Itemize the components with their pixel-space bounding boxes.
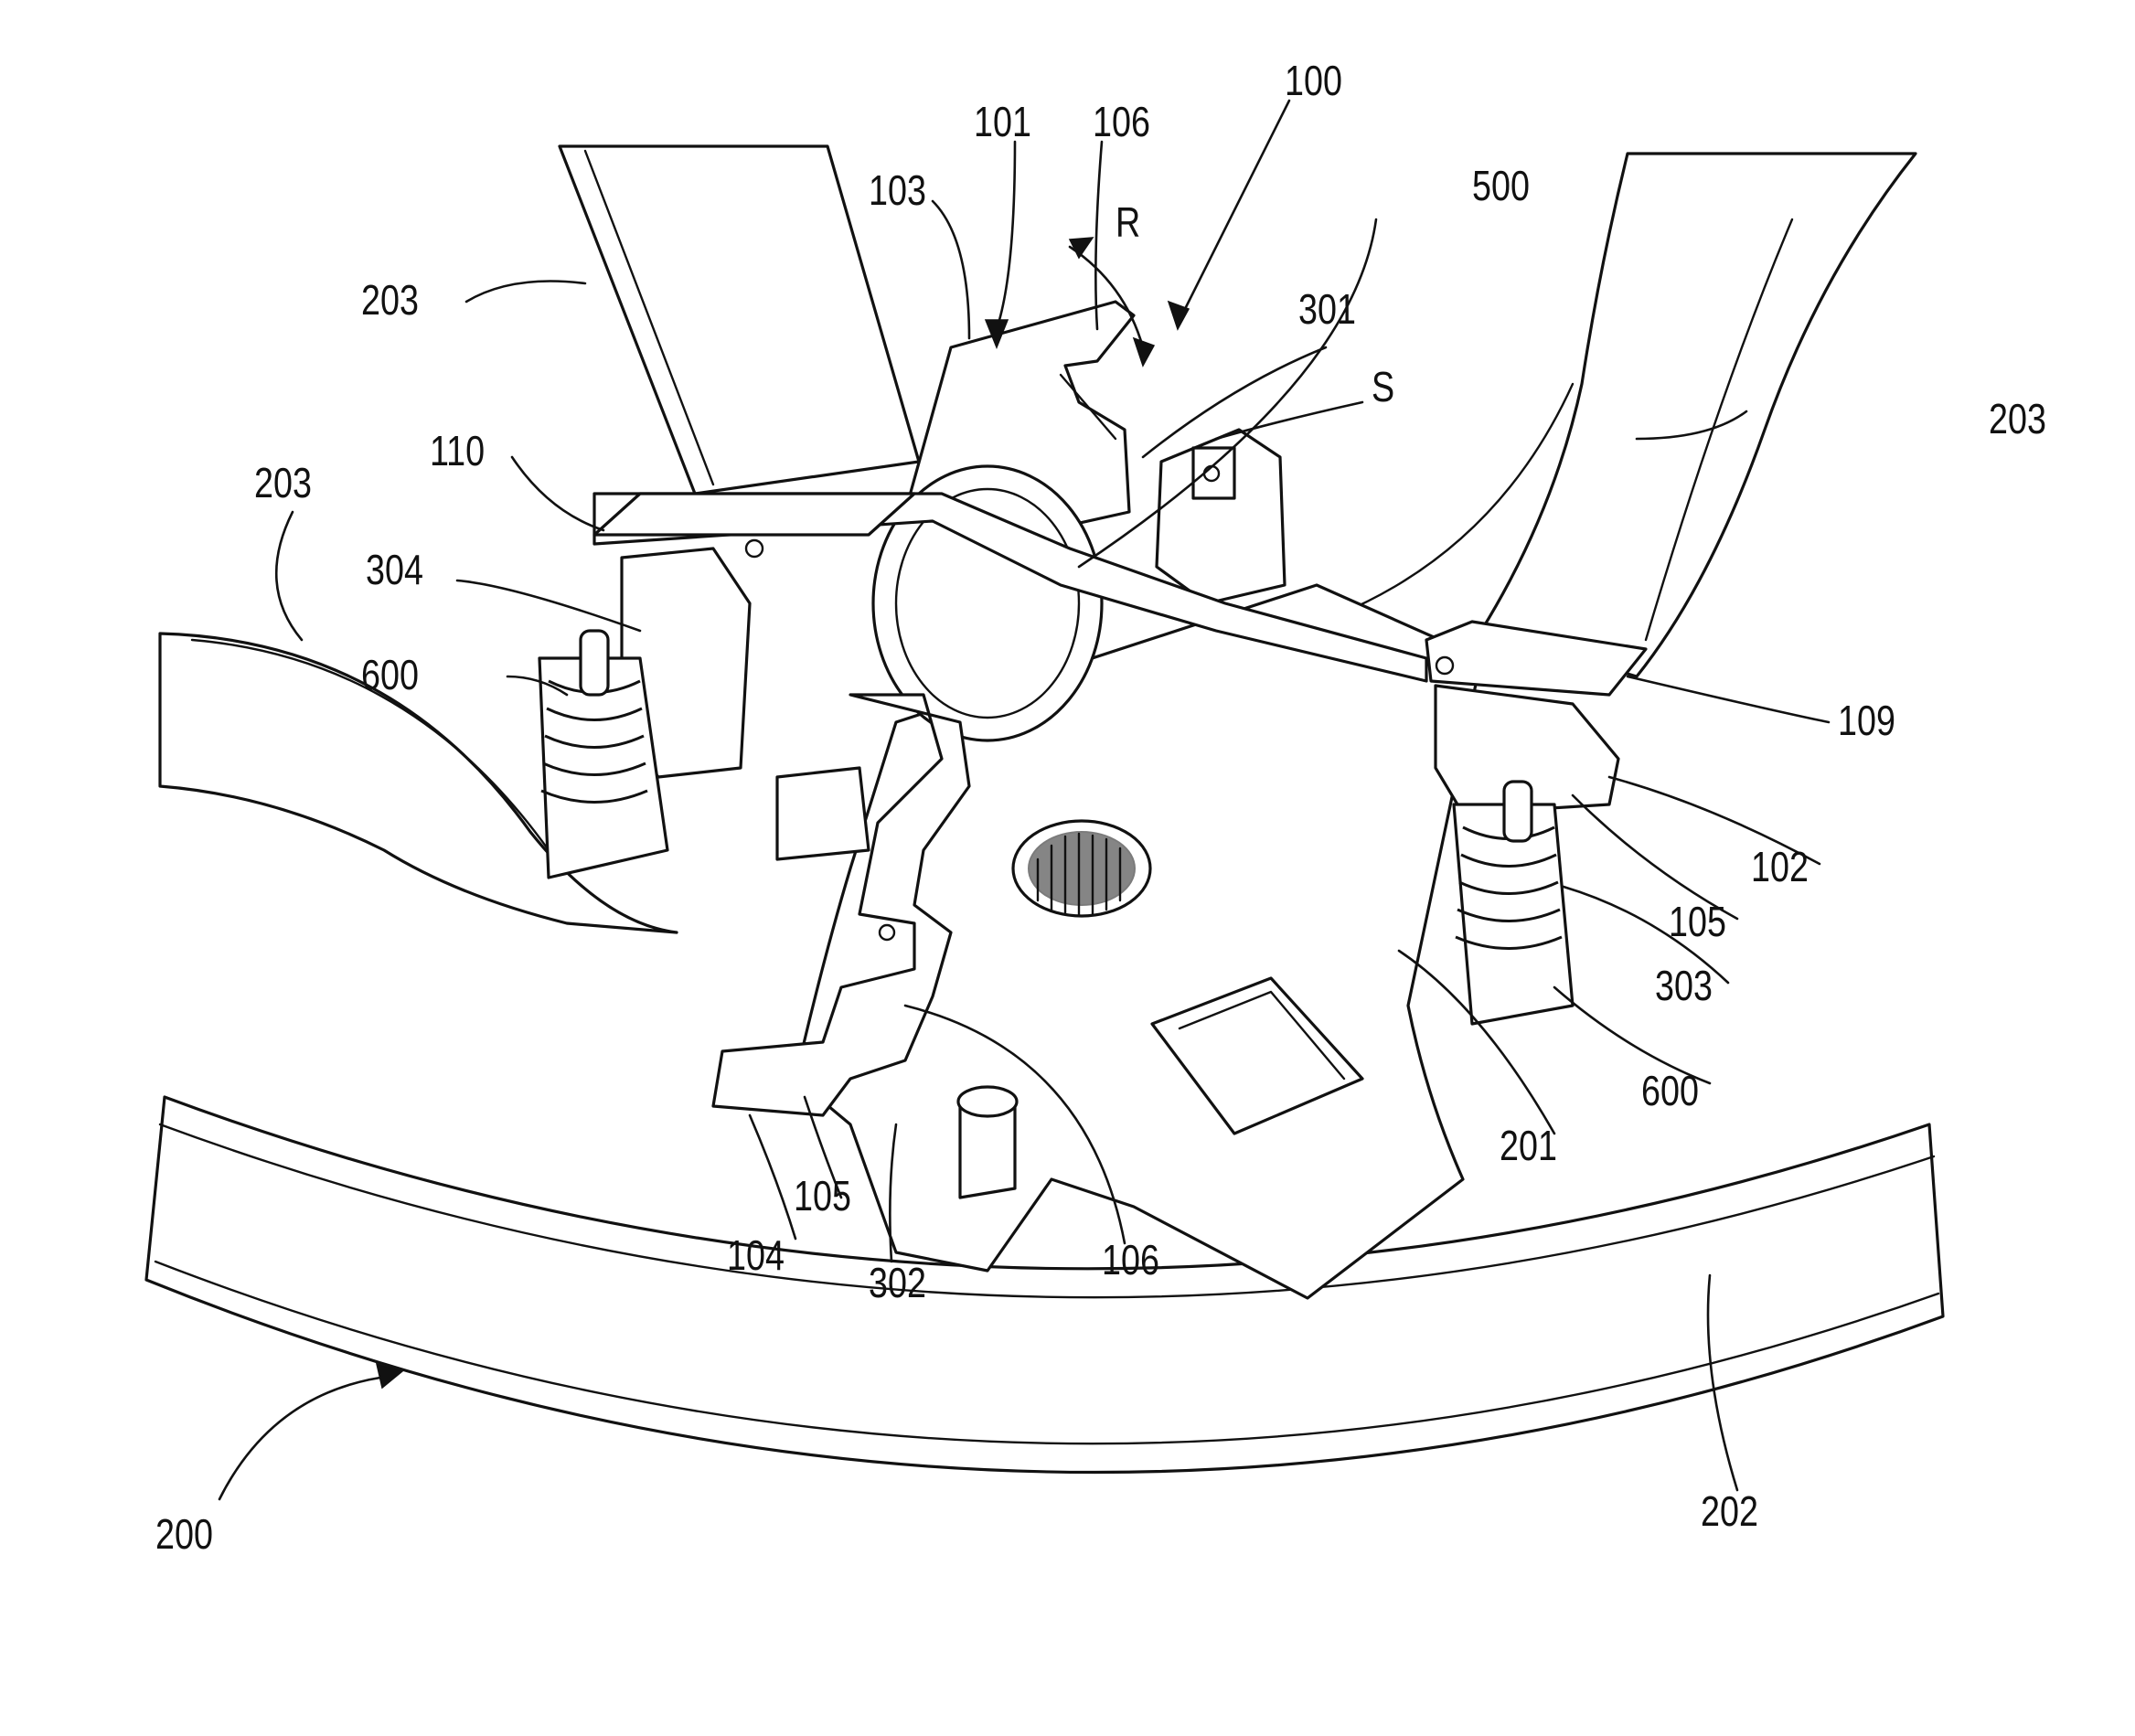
leader-line (1216, 402, 1362, 439)
leader-line (276, 512, 302, 640)
housing-arm-upper-left (560, 146, 919, 494)
ref-label-106: 106 (1093, 101, 1150, 143)
ref-label-302: 302 (869, 1262, 926, 1304)
ref-label-600: 600 (361, 654, 419, 696)
leader-line (219, 1376, 393, 1499)
splined-hub (1013, 821, 1150, 916)
leader-arrowhead (1070, 238, 1093, 258)
ref-label-301: 301 (1298, 288, 1356, 330)
main-plate (795, 585, 1481, 1298)
ref-label-101: 101 (974, 101, 1031, 143)
ref-label-102: 102 (1751, 846, 1809, 888)
leader-line (466, 282, 585, 303)
ref-label-105: 105 (1669, 900, 1726, 943)
leader-arrowhead (1134, 338, 1154, 366)
sensor-block (1157, 430, 1285, 603)
ref-label-103: 103 (869, 169, 926, 211)
ref-label-R: R (1116, 201, 1140, 243)
lower-pin-302 (958, 1087, 1017, 1198)
leader-line (512, 457, 603, 530)
ref-label-202: 202 (1701, 1490, 1758, 1532)
bracket-110 (594, 494, 914, 557)
leader-line (750, 1115, 795, 1239)
ref-label-S: S (1372, 366, 1394, 408)
leader-line (933, 201, 969, 338)
ref-label-106: 106 (1102, 1239, 1159, 1281)
ref-label-304: 304 (366, 548, 423, 591)
ref-label-203: 203 (254, 462, 312, 504)
ref-label-201: 201 (1500, 1124, 1557, 1166)
housing-arm-upper-right (1262, 154, 1916, 676)
ref-label-109: 109 (1838, 699, 1895, 741)
ref-label-100: 100 (1285, 59, 1342, 101)
ref-label-303: 303 (1655, 964, 1713, 1006)
ref-label-110: 110 (430, 430, 485, 472)
leader-line (457, 580, 640, 631)
ref-label-203: 203 (361, 279, 419, 321)
ref-label-200: 200 (155, 1513, 213, 1555)
leader-line (997, 142, 1015, 329)
leader-line (1628, 676, 1829, 722)
ref-label-105: 105 (794, 1175, 851, 1217)
ref-label-600: 600 (1641, 1070, 1699, 1112)
leader-line (1095, 142, 1102, 329)
ref-label-203: 203 (1989, 398, 2046, 440)
ref-label-500: 500 (1472, 165, 1530, 207)
leader-line (1180, 101, 1289, 320)
ref-label-104: 104 (727, 1234, 785, 1276)
